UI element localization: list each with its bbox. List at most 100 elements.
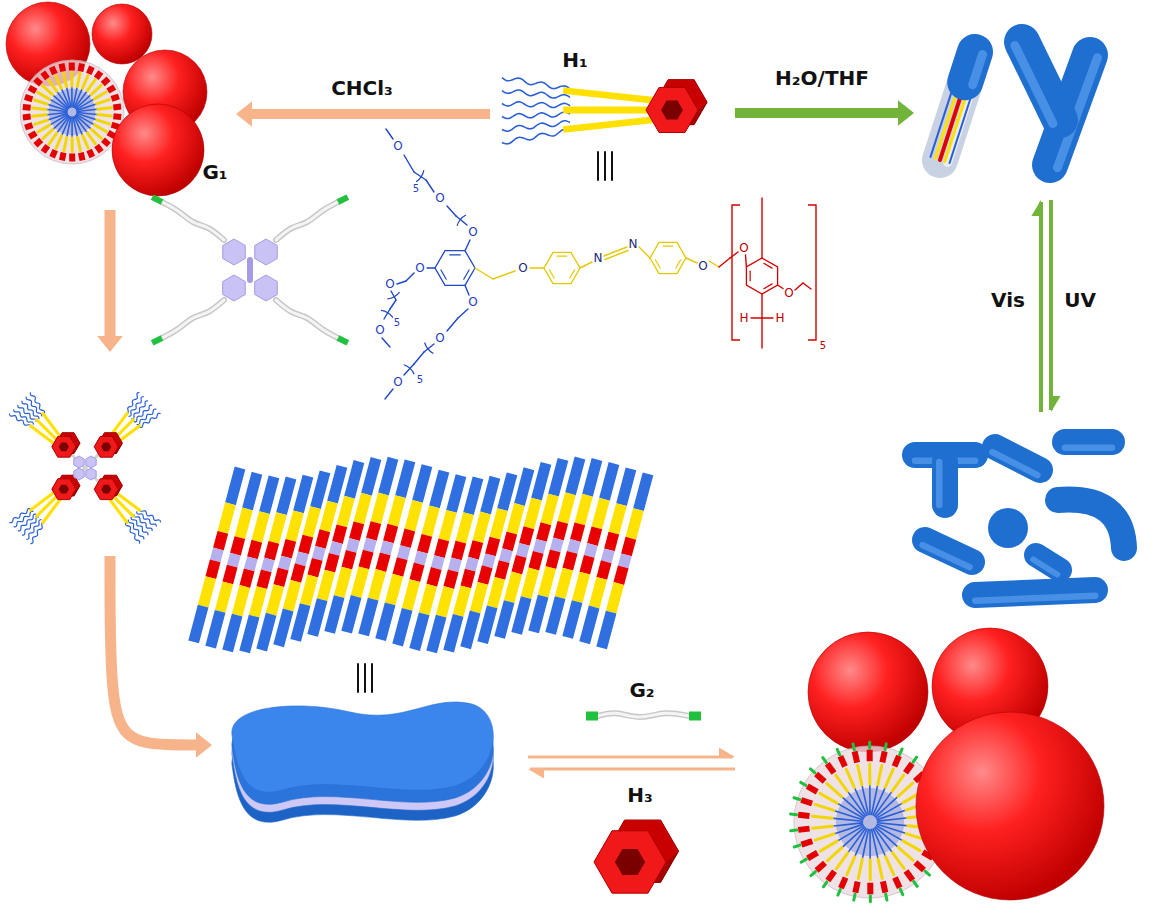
pillararene-unit xyxy=(798,829,809,830)
sheet-strand xyxy=(371,523,375,540)
alkyl-chain xyxy=(276,300,338,338)
bond-line xyxy=(382,338,390,347)
sheet-strand xyxy=(264,477,274,513)
sheet-strand xyxy=(262,614,272,650)
sheet-strand xyxy=(240,509,248,538)
sheet-strand xyxy=(427,507,435,536)
guest-end xyxy=(886,894,887,900)
sheet-strand xyxy=(509,573,517,602)
alkyl-chain xyxy=(862,786,868,814)
sheet-strand xyxy=(597,499,605,528)
rod-highlight xyxy=(992,452,1037,475)
sheet-strand xyxy=(415,614,425,650)
bond-line xyxy=(580,262,592,268)
pillararene-unit xyxy=(113,113,121,120)
pillararene-unit xyxy=(828,871,835,880)
reverse-arrow xyxy=(528,769,735,779)
sheet-strand xyxy=(332,466,342,502)
sheet-strand xyxy=(232,554,235,566)
arrow-shaft xyxy=(1049,200,1053,410)
atom-label: O xyxy=(393,140,402,152)
pillararene-unit xyxy=(103,79,109,84)
guest-end xyxy=(853,744,854,750)
bond-line xyxy=(761,294,762,348)
azobenzene-unit xyxy=(70,72,73,86)
prism-front xyxy=(52,436,76,457)
sheet-strand xyxy=(368,539,371,551)
guest-end xyxy=(801,782,806,785)
sheet-strand xyxy=(524,528,528,545)
sheet-strand xyxy=(359,494,367,523)
assembly-rod xyxy=(923,540,972,567)
atom-label: O xyxy=(435,192,444,204)
azobenzene-unit xyxy=(827,784,842,797)
sheet-strand xyxy=(313,559,317,576)
azobenzene-unit xyxy=(813,816,833,818)
bond-line xyxy=(605,251,628,260)
alkyl-chain xyxy=(73,117,77,136)
bond-line xyxy=(493,271,515,279)
azobenzene-unit xyxy=(815,834,834,840)
repeat-bracket xyxy=(404,365,414,374)
alkyl-chain xyxy=(47,113,67,115)
sheet-strand xyxy=(609,533,613,550)
sheet-strand xyxy=(487,555,490,567)
nanotubes xyxy=(930,42,1097,168)
sheet-strand xyxy=(349,461,359,497)
pillararene-unit xyxy=(895,877,900,887)
azobenzene-unit xyxy=(815,804,834,810)
prism-front xyxy=(94,436,118,457)
sheet-strand xyxy=(339,568,347,597)
pillararene-unit xyxy=(867,883,873,894)
guest-end xyxy=(869,896,872,902)
sheet-strand xyxy=(296,565,300,582)
guest-end xyxy=(837,749,839,755)
alkyl-chain xyxy=(502,102,570,108)
sheet-strand xyxy=(356,568,364,597)
guest-end xyxy=(801,859,806,862)
guest-end xyxy=(811,872,815,876)
pillararene-unit xyxy=(112,97,119,99)
atom-label: O xyxy=(518,262,527,274)
sheet-strand xyxy=(424,585,432,614)
azobenzene-unit xyxy=(847,857,855,875)
sheet-strand xyxy=(507,533,511,550)
sheet-strand xyxy=(541,524,545,541)
sheet-strand xyxy=(602,612,612,648)
azobenzene-unit xyxy=(886,857,894,875)
sheet-strand xyxy=(257,513,265,542)
alkyl-chain xyxy=(848,793,865,816)
sheet-strand xyxy=(271,586,279,615)
red-sphere xyxy=(916,712,1104,900)
azobenzene-unit xyxy=(98,115,111,116)
pillararene-unit xyxy=(25,125,32,127)
guest-end xyxy=(338,197,348,202)
alkyl-chain xyxy=(502,121,570,131)
sheet-strand xyxy=(623,555,626,567)
guest-end xyxy=(885,744,886,750)
arrow-head xyxy=(97,336,123,352)
pillararene-unit xyxy=(96,72,101,78)
sheet-strand xyxy=(381,554,385,571)
alkyl-chain xyxy=(276,202,338,240)
pillararene-unit xyxy=(80,64,82,72)
repeat-count: 5 xyxy=(417,375,423,385)
pillararene-unit xyxy=(52,150,55,157)
host-molecule xyxy=(94,475,160,543)
alkyl-chain xyxy=(877,826,902,840)
sheet-strand xyxy=(298,476,308,512)
azobenzene-unit xyxy=(858,859,862,878)
bond-line xyxy=(426,180,434,192)
azobenzene-unit xyxy=(869,860,872,880)
alkyl-chain xyxy=(125,522,139,543)
phenyl-ring xyxy=(74,468,84,480)
red-sphere xyxy=(92,4,152,64)
pillararene-unit xyxy=(25,97,32,99)
pillararene-unit xyxy=(882,751,884,762)
pillararene-prism xyxy=(94,433,122,457)
sheet-strand xyxy=(415,564,419,581)
pillararene-unit xyxy=(103,140,109,145)
sheet-strand xyxy=(444,511,452,540)
